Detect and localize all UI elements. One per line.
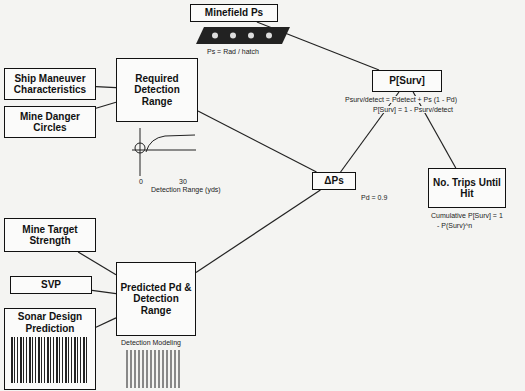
input-box: SVP — [10, 276, 92, 294]
note-label: 0 — [138, 178, 144, 185]
note-label: Psurv/detect = Pdetect + Ps (1 - Pd) — [344, 96, 458, 103]
note-label: - P(Surv)^n — [436, 222, 473, 229]
connector-line — [92, 290, 116, 293]
node-text: P[Surv] — [389, 75, 425, 87]
input-box: Sonar Design Prediction — [4, 308, 96, 390]
node-text: No. Trips Until Hit — [432, 177, 502, 200]
node-text: Mine Target Strength — [8, 224, 92, 247]
note-label: Pd = 0.9 — [360, 194, 388, 201]
connector-line — [341, 92, 399, 172]
connector-line — [96, 318, 116, 327]
note-label: Cumulative P[Surv] = 1 — [430, 212, 504, 219]
barcode-graphic — [10, 337, 90, 383]
node-text: Ship Maneuver Characteristics — [8, 73, 92, 96]
connector-line — [257, 22, 379, 70]
note-label: Detection Modeling — [120, 339, 182, 346]
connector-line — [78, 252, 116, 275]
node-text: SVP — [41, 279, 61, 291]
sonar-model-image — [126, 350, 180, 388]
result-box: No. Trips Until Hit — [428, 168, 506, 208]
connector-line — [413, 92, 456, 168]
input-box: Mine Target Strength — [4, 218, 96, 252]
input-box: Ship Maneuver Characteristics — [4, 68, 96, 100]
range-chart — [132, 128, 196, 176]
note-label: 30 — [178, 178, 188, 185]
node-text: Mine Danger Circles — [8, 111, 92, 134]
result-box: P[Surv] — [372, 70, 442, 92]
node-text: Sonar Design Prediction — [8, 311, 92, 334]
node-text: ΔPs — [324, 175, 343, 187]
minefield-box: Minefield Ps — [190, 4, 278, 22]
node-text: Minefield Ps — [205, 7, 263, 19]
process-box: Required Detection Range — [116, 58, 198, 122]
connector-line — [96, 102, 116, 108]
node-text: Required Detection Range — [120, 73, 194, 108]
process-box: Predicted Pd & Detection Range — [116, 262, 196, 336]
note-label: Ps = Rad / hatch — [206, 48, 260, 55]
connector-line — [196, 190, 320, 272]
input-box: Mine Danger Circles — [4, 106, 96, 138]
connector-line — [198, 111, 316, 172]
note-label: P[Surv] = 1 - Psurv/detect — [372, 106, 454, 113]
note-label: Detection Range (yds) — [150, 186, 222, 193]
delta-box: ΔPs — [312, 172, 356, 190]
connector-line — [96, 87, 116, 88]
node-text: Predicted Pd & Detection Range — [120, 282, 192, 317]
